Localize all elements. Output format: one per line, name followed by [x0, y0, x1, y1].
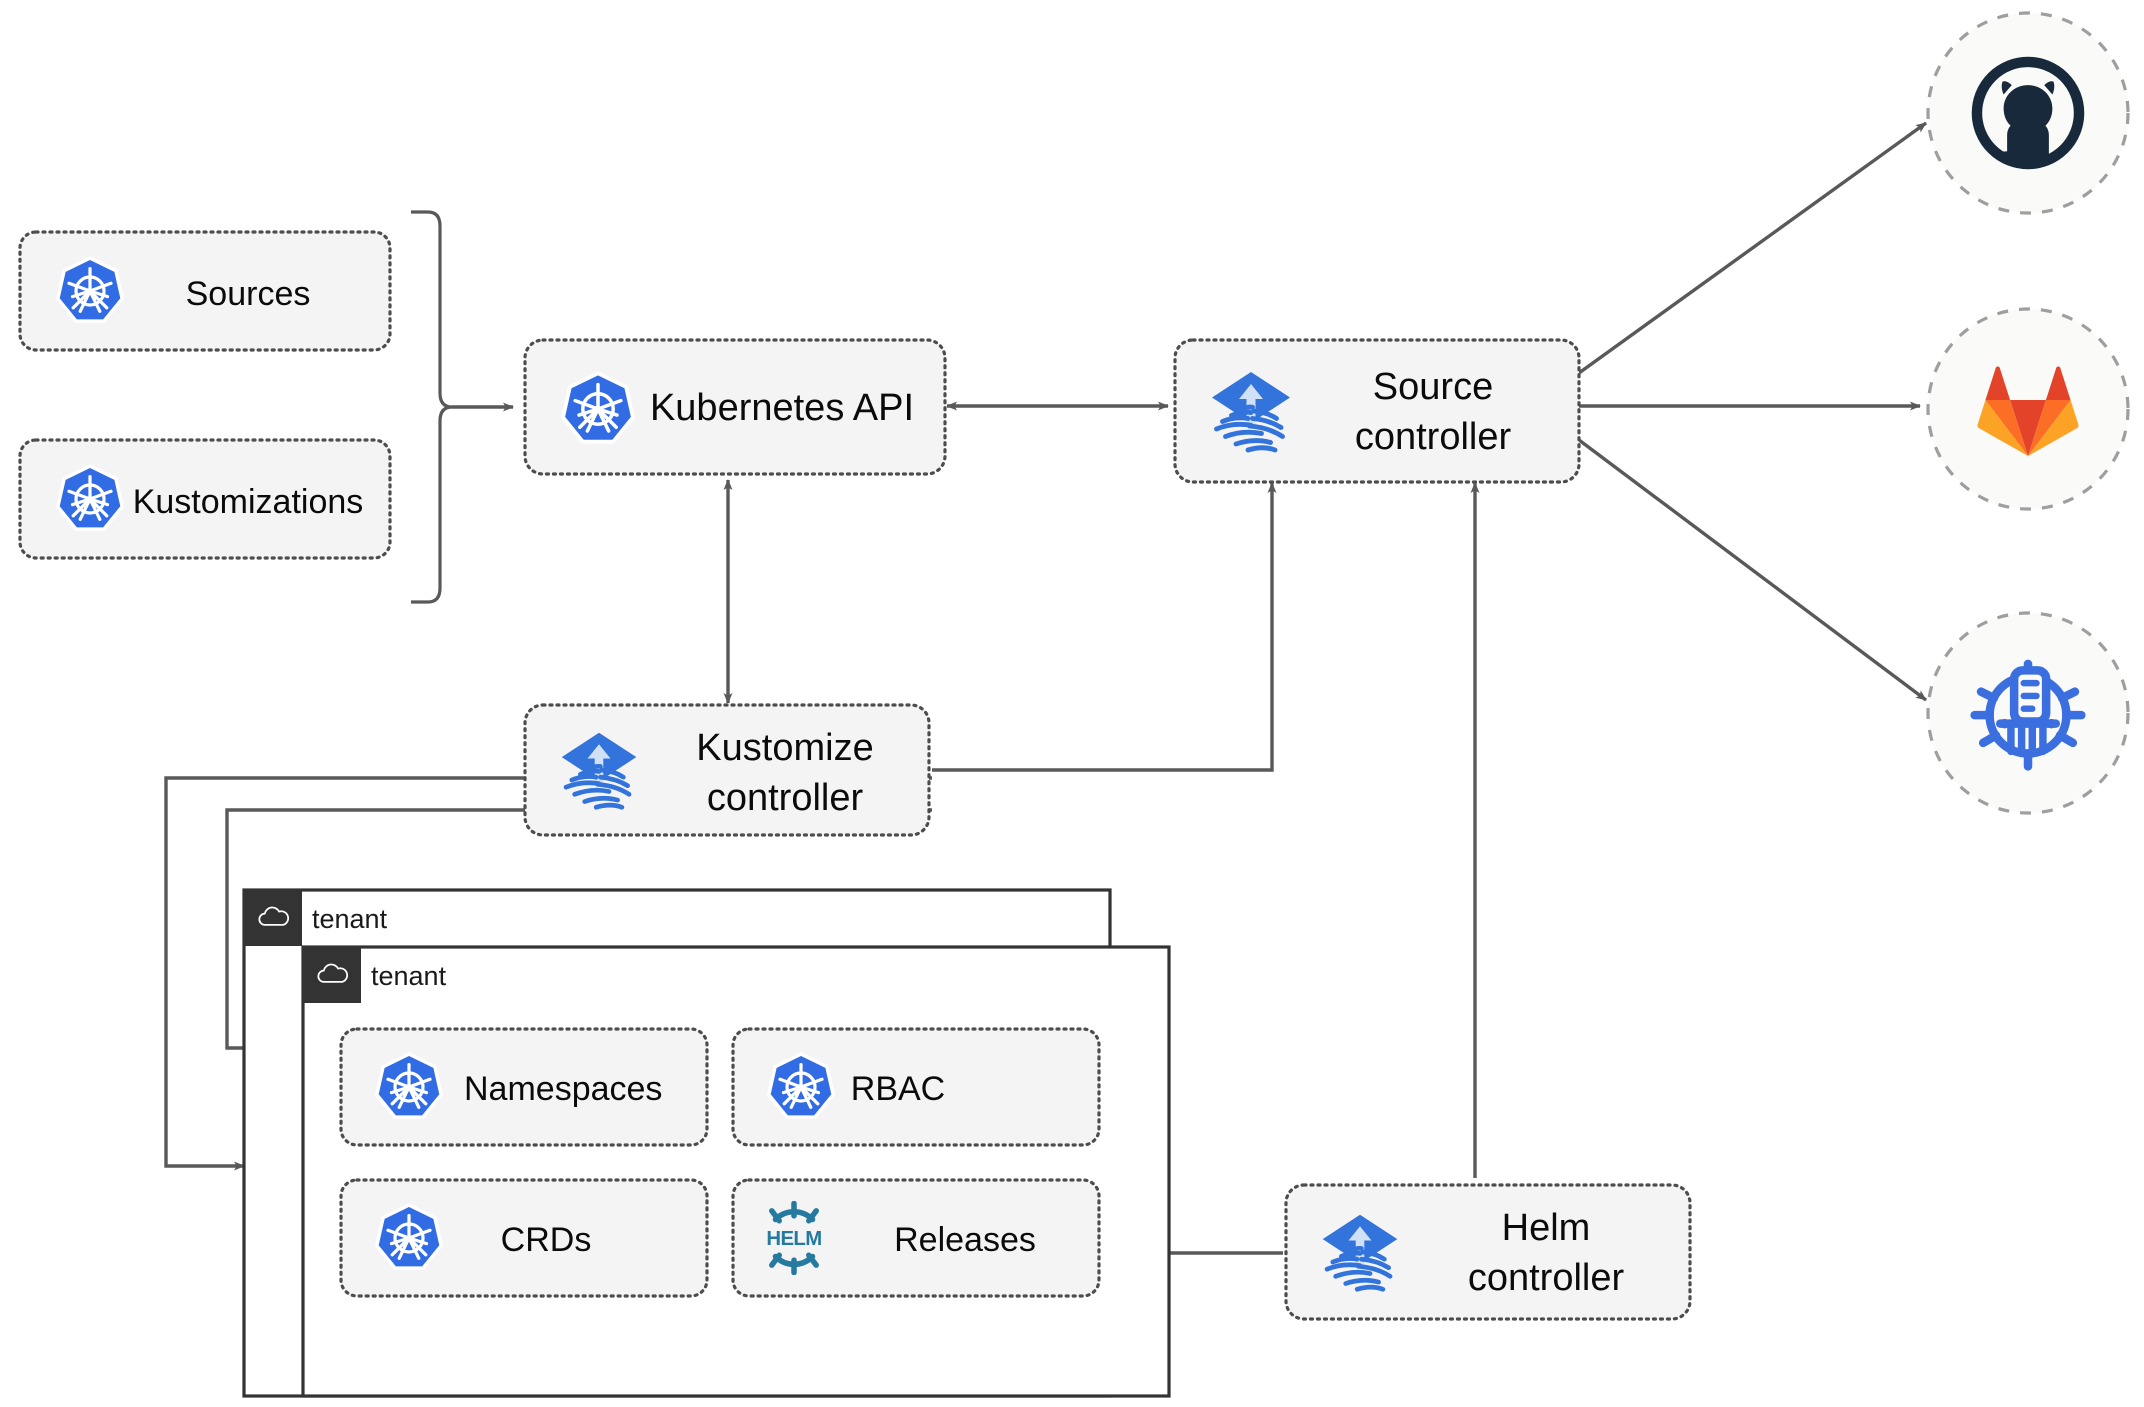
node-label-line2: controller: [1355, 416, 1512, 458]
node-helm-controller[interactable]: Helm controller: [1284, 1183, 1692, 1321]
edge-source-to-github: [1578, 121, 1927, 375]
tenant-resource-label: CRDs: [501, 1221, 592, 1259]
node-label-line1: Helm: [1502, 1207, 1591, 1249]
tenant-resource-label: Releases: [894, 1221, 1036, 1259]
provider-gitlab[interactable]: [1926, 307, 2130, 511]
tenant-resource-label: RBAC: [851, 1070, 945, 1108]
node-label-line1: Kustomize: [696, 727, 873, 769]
node-kustomize-controller[interactable]: Kustomize controller: [523, 703, 931, 837]
kubernetes-icon: [375, 1052, 443, 1119]
kubernetes-icon: [561, 371, 635, 444]
tenant-resource-rbac[interactable]: RBAC: [731, 1027, 1101, 1147]
node-kubernetes-api[interactable]: Kubernetes API: [523, 338, 947, 476]
resource-label: Sources: [186, 275, 311, 313]
edge-kustomize-to-source: [932, 482, 1277, 772]
resource-label: Kustomizations: [133, 483, 364, 521]
tenant-resource-label: Namespaces: [464, 1070, 662, 1108]
tenant-label: tenant: [312, 904, 388, 934]
provider-github[interactable]: [1926, 11, 2130, 215]
helm-icon: [766, 1203, 821, 1272]
edge-source-to-helm-repo: [1577, 438, 1928, 702]
node-label-line2: controller: [1468, 1257, 1625, 1299]
kubernetes-icon: [375, 1203, 443, 1270]
kubernetes-icon: [767, 1052, 835, 1119]
tenant-label: tenant: [371, 961, 447, 991]
resource-sources[interactable]: Sources: [18, 230, 392, 352]
resource-kustomizations[interactable]: Kustomizations: [18, 438, 392, 560]
node-label-line2: controller: [707, 777, 864, 819]
tenant-resource-namespaces[interactable]: Namespaces: [339, 1027, 709, 1147]
kubernetes-icon: [56, 256, 124, 323]
provider-helm-repository[interactable]: [1926, 611, 2130, 815]
node-label-line1: Source: [1373, 366, 1493, 408]
tenant-resource-releases[interactable]: Releases: [731, 1178, 1101, 1298]
tenant-panel-front[interactable]: tenant: [301, 945, 1171, 1398]
node-label: Kubernetes API: [650, 387, 914, 429]
node-source-controller[interactable]: Source controller: [1173, 338, 1581, 484]
kubernetes-icon: [56, 464, 124, 531]
tenant-resource-crds[interactable]: CRDs: [339, 1178, 709, 1298]
